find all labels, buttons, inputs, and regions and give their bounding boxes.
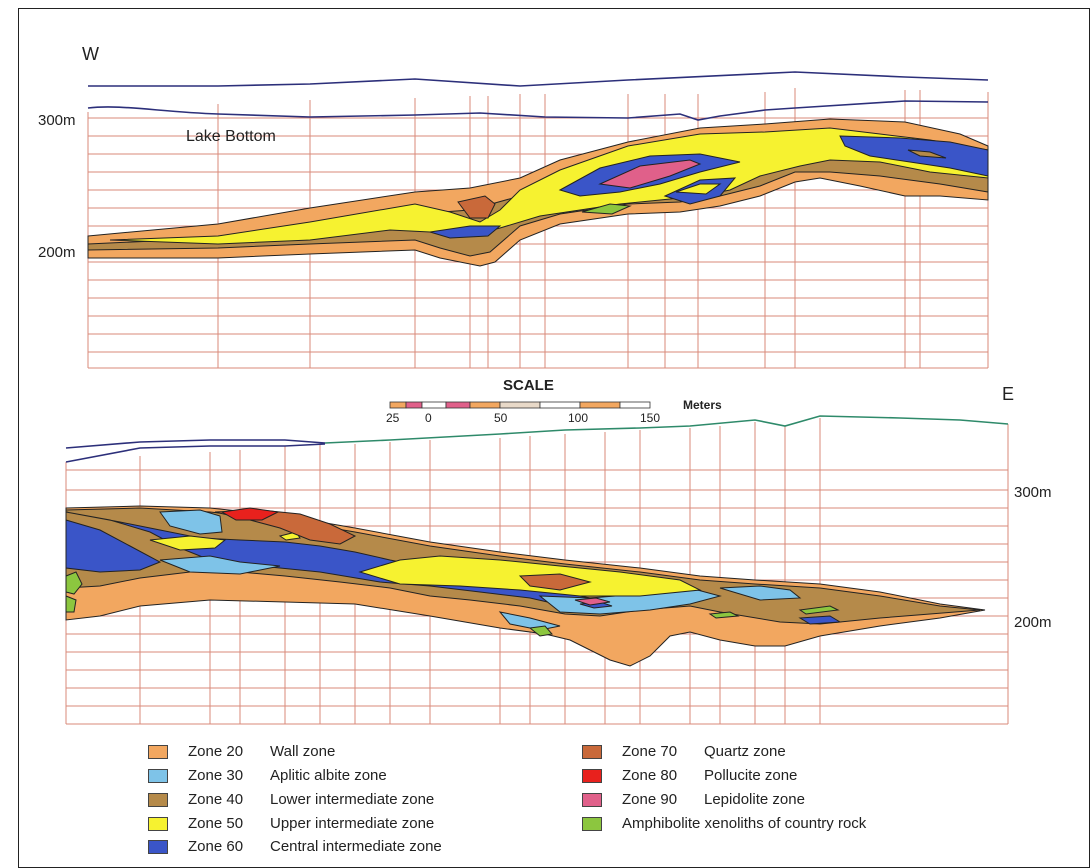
scale-title: SCALE	[503, 377, 554, 394]
scale-tick-label: 100	[568, 411, 589, 425]
east-label: E	[1002, 384, 1015, 404]
legend-desc: Amphibolite xenoliths of country rock	[622, 815, 867, 832]
legend-desc: Upper intermediate zone	[270, 815, 435, 832]
legend-swatch	[582, 816, 602, 831]
legend-item: Zone 40 Lower intermediate zone	[148, 791, 434, 808]
legend-desc: Lower intermediate zone	[270, 791, 435, 808]
legend-item: Zone 70 Quartz zone	[582, 743, 786, 760]
scale-tick-label: 50	[494, 411, 508, 425]
legend-item: Zone 60 Central intermediate zone	[148, 838, 442, 855]
legend-swatch	[148, 839, 168, 854]
legend-swatch	[148, 816, 168, 831]
bottom-200m-label: 200m	[1014, 614, 1052, 631]
west-label: W	[82, 44, 99, 64]
top-surface-lines	[87, 71, 989, 121]
legend-desc: Lepidolite zone	[704, 791, 805, 808]
legend-item: Zone 30 Aplitic albite zone	[148, 767, 387, 784]
scale-tick-label: 25	[386, 411, 400, 425]
legend-zone: Zone 20	[188, 743, 244, 760]
scale-bar	[389, 401, 651, 409]
legend-zone: Zone 60	[188, 838, 244, 855]
legend-item: Zone 80 Pollucite zone	[582, 767, 797, 784]
legend-swatch	[582, 768, 602, 783]
legend-item: Zone 20 Wall zone	[148, 743, 335, 760]
legend-desc: Aplitic albite zone	[270, 767, 387, 784]
scale-unit: Meters	[683, 398, 722, 412]
lake-bottom-label: Lake Bottom	[186, 128, 276, 145]
legend-desc: Pollucite zone	[704, 767, 798, 784]
legend-zone: Zone 40	[188, 791, 244, 808]
scale-tick-label: 0	[425, 411, 432, 425]
legend-item: Amphibolite xenoliths of country rock	[582, 815, 866, 832]
bottom-pegmatite-body	[65, 505, 986, 667]
legend-swatch	[148, 768, 168, 783]
legend-zone: Zone 50	[188, 815, 244, 832]
legend-zone: Zone 30	[188, 767, 244, 784]
legend-item: Zone 50 Upper intermediate zone	[148, 815, 434, 832]
legend-desc: Wall zone	[270, 743, 336, 760]
top-pegmatite-body	[87, 118, 989, 267]
legend-desc: Central intermediate zone	[270, 838, 442, 855]
legend-swatch	[148, 744, 168, 759]
scale-tick-label: 150	[640, 411, 661, 425]
bottom-300m-label: 300m	[1014, 484, 1052, 501]
legend-zone: Zone 70	[622, 743, 678, 760]
legend-swatch	[582, 744, 602, 759]
bottom-grid	[65, 418, 1009, 725]
legend-swatch	[582, 792, 602, 807]
legend-zone: Zone 90	[622, 791, 678, 808]
bottom-surface-lines	[65, 415, 1009, 463]
legend-zone: Zone 80	[622, 767, 678, 784]
legend-item: Zone 90 Lepidolite zone	[582, 791, 805, 808]
top-300m-label: 300m	[38, 112, 76, 129]
legend-desc: Quartz zone	[704, 743, 786, 760]
legend-swatch	[148, 792, 168, 807]
top-200m-label: 200m	[38, 244, 76, 261]
